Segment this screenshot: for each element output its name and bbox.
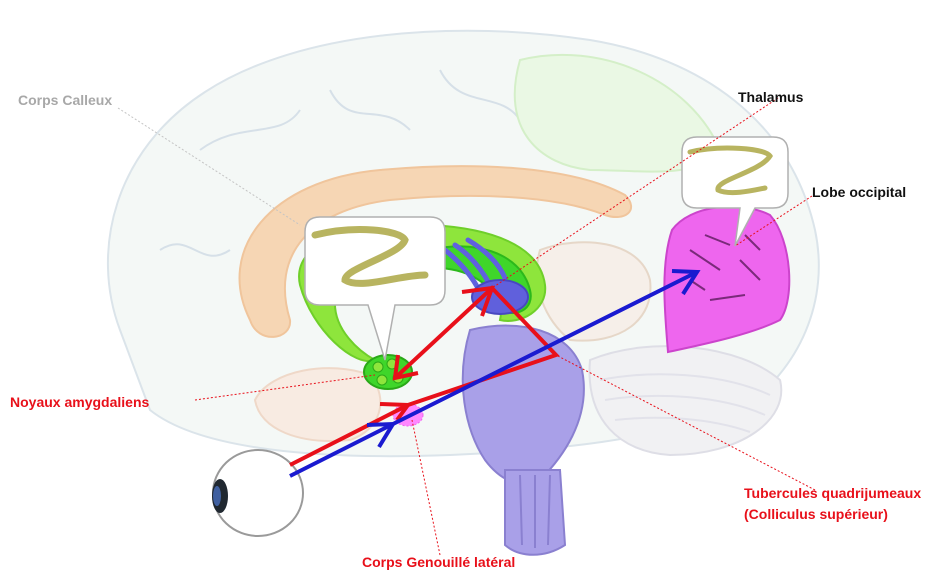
label-thalamus: Thalamus bbox=[738, 88, 803, 106]
label-tubercules-line2: (Colliculus supérieur) bbox=[744, 505, 888, 523]
amygdala bbox=[364, 355, 412, 389]
label-corps-calleux: Corps Calleux bbox=[18, 91, 112, 109]
label-noyaux-amygdaliens: Noyaux amygdaliens bbox=[10, 393, 149, 411]
brainstem bbox=[463, 326, 584, 484]
eye-icon bbox=[212, 450, 303, 536]
label-tubercules-line1: Tubercules quadrijumeaux bbox=[744, 484, 921, 502]
label-corps-genouille: Corps Genouillé latéral bbox=[362, 553, 515, 571]
label-lobe-occipital: Lobe occipital bbox=[812, 183, 906, 201]
